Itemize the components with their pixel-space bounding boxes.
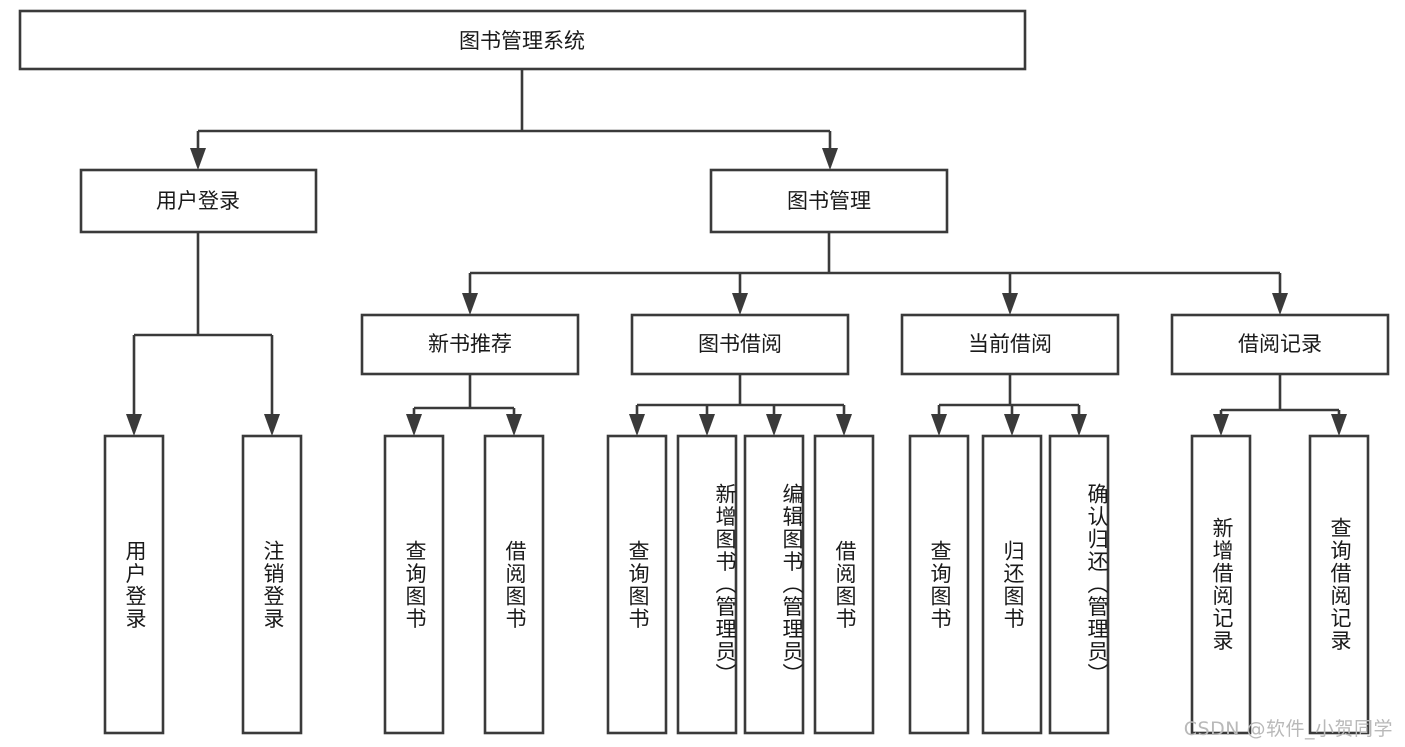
arrow-head-leaf-query-book-2 bbox=[629, 414, 645, 436]
arrow-head-leaf-logout-login bbox=[264, 414, 280, 436]
arrow-head-user-login bbox=[190, 148, 206, 170]
arrow-head-leaf-user-login bbox=[126, 414, 142, 436]
node-box-leaf-query-book-2[interactable] bbox=[606, 434, 668, 735]
node-box-leaf-borrow-book-1[interactable] bbox=[483, 434, 545, 735]
node-label-user-login: 用户登录 bbox=[156, 189, 240, 213]
node-label-book-borrow: 图书借阅 bbox=[698, 332, 782, 356]
node-box-user-login[interactable] bbox=[79, 168, 318, 234]
csdn-watermark: CSDN @软件_小贺同学 bbox=[1183, 718, 1393, 740]
arrow-head-leaf-confirm-return bbox=[1071, 414, 1087, 436]
arrow-head-borrow-record bbox=[1272, 293, 1288, 315]
arrow-head-leaf-borrow-book-1 bbox=[506, 414, 522, 436]
arrow-head-leaf-return-book bbox=[1004, 414, 1020, 436]
node-label-borrow-record: 借阅记录 bbox=[1238, 332, 1322, 356]
node-label-current-borrow: 当前借阅 bbox=[968, 332, 1052, 356]
node-box-leaf-query-book-1[interactable] bbox=[383, 434, 445, 735]
node-box-leaf-logout-login[interactable] bbox=[241, 434, 303, 735]
arrow-head-new-book-recommend bbox=[462, 293, 478, 315]
node-box-leaf-confirm-return[interactable] bbox=[1048, 434, 1110, 735]
arrow-head-leaf-query-record bbox=[1331, 414, 1347, 436]
node-label-book-management: 图书管理 bbox=[787, 189, 871, 213]
node-box-leaf-add-record[interactable] bbox=[1190, 434, 1252, 735]
arrow-head-book-borrow bbox=[732, 293, 748, 315]
arrow-head-leaf-borrow-book-2 bbox=[836, 414, 852, 436]
node-box-root[interactable] bbox=[18, 9, 1027, 71]
arrow-head-leaf-query-book-3 bbox=[931, 414, 947, 436]
node-label-new-book-recommend: 新书推荐 bbox=[428, 332, 512, 356]
node-box-leaf-query-record[interactable] bbox=[1308, 434, 1370, 735]
arrow-head-book-management bbox=[822, 148, 838, 170]
node-box-new-book-recommend[interactable] bbox=[360, 313, 580, 376]
node-box-leaf-edit-book[interactable] bbox=[743, 434, 805, 735]
arrow-head-leaf-add-record bbox=[1213, 414, 1229, 436]
node-box-leaf-add-book[interactable] bbox=[676, 434, 738, 735]
arrow-head-leaf-edit-book bbox=[766, 414, 782, 436]
node-box-leaf-user-login[interactable] bbox=[103, 434, 165, 735]
arrow-head-leaf-query-book-1 bbox=[406, 414, 422, 436]
node-box-leaf-return-book[interactable] bbox=[981, 434, 1043, 735]
arrow-head-current-borrow bbox=[1002, 293, 1018, 315]
node-box-leaf-borrow-book-2[interactable] bbox=[813, 434, 875, 735]
arrow-head-leaf-add-book bbox=[699, 414, 715, 436]
node-label-root: 图书管理系统 bbox=[459, 29, 585, 53]
node-box-leaf-query-book-3[interactable] bbox=[908, 434, 970, 735]
node-box-current-borrow[interactable] bbox=[900, 313, 1120, 376]
